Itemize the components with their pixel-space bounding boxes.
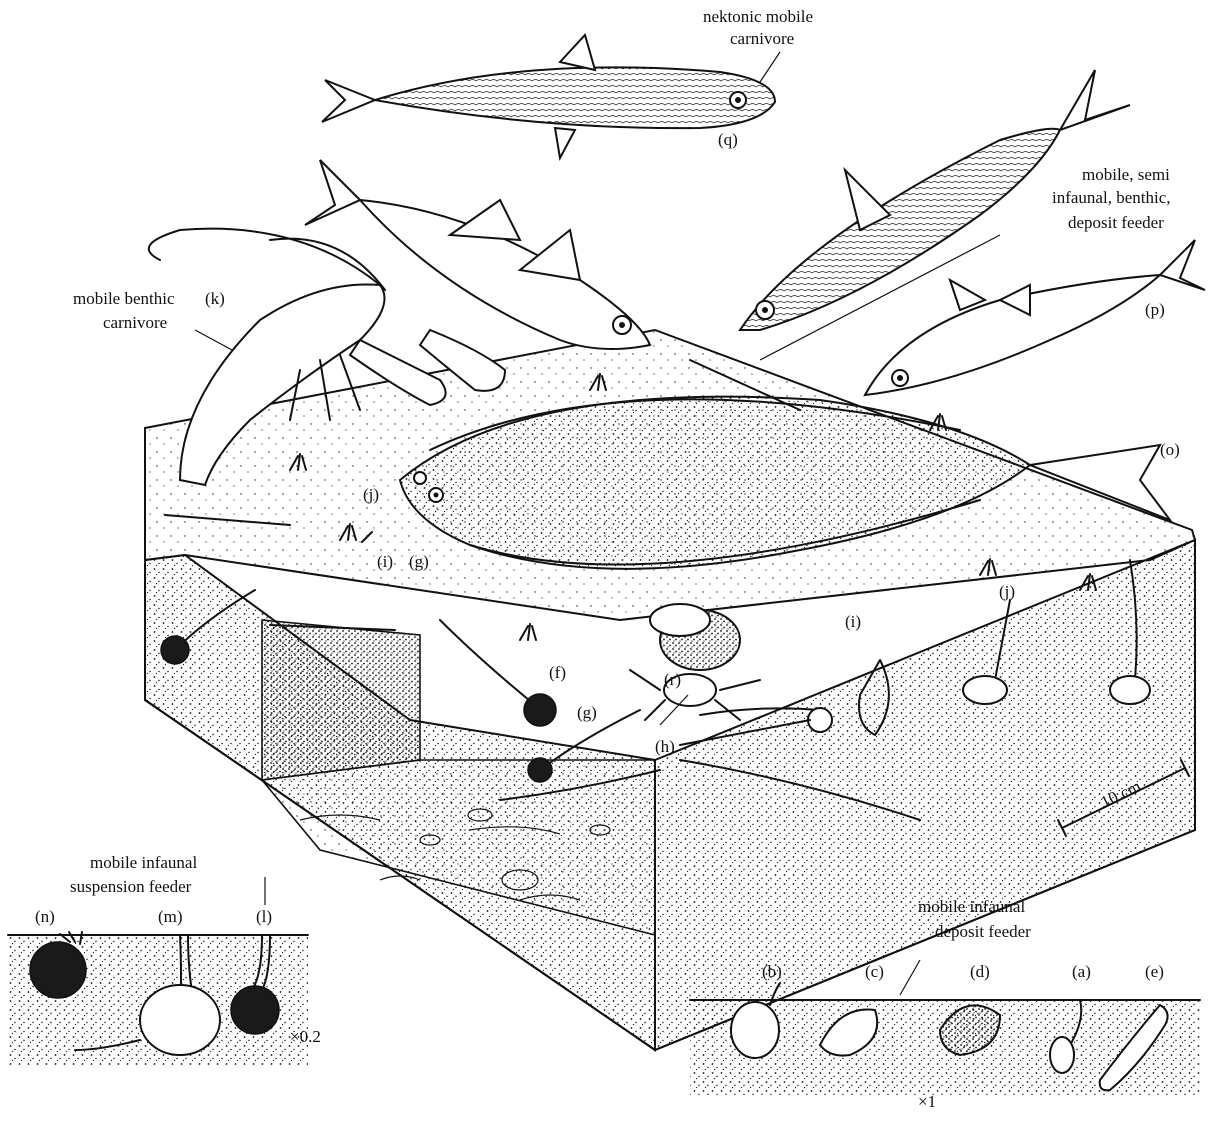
label-j-right: (j) (999, 582, 1015, 601)
label-c: (c) (865, 962, 884, 981)
label-b: (b) (762, 962, 782, 981)
label-g-lower: (g) (577, 703, 597, 722)
label-j-left: (j) (363, 485, 379, 504)
label-i-right: (i) (845, 612, 861, 631)
label-m: (m) (158, 907, 183, 926)
label-benthic-2: carnivore (103, 313, 167, 332)
label-suspension-2: suspension feeder (70, 877, 192, 896)
label-i-left: (i) (377, 552, 393, 571)
label-deposit-2: deposit feeder (935, 922, 1031, 941)
label-a: (a) (1072, 962, 1091, 981)
label-suspension-1: mobile infaunal (90, 853, 197, 872)
fish-q-nektonic (322, 35, 775, 158)
magnification-left: ×0.2 (290, 1027, 321, 1046)
label-f: (f) (549, 663, 566, 682)
label-r: (r) (664, 670, 681, 689)
inset-suspension-feeders: (n) (m) (l) ×0.2 (8, 877, 321, 1065)
bivalve-m (140, 985, 220, 1055)
bivalve-n (30, 942, 86, 998)
label-l: (l) (256, 907, 272, 926)
label-q: (q) (718, 130, 738, 149)
label-e: (e) (1145, 962, 1164, 981)
label-semi-1: mobile, semi (1082, 165, 1170, 184)
bivalve-a (1050, 1037, 1074, 1073)
label-semi-3: deposit feeder (1068, 213, 1164, 232)
label-benthic-1: mobile benthic (73, 289, 175, 308)
label-semi-2: infaunal, benthic, (1052, 188, 1171, 207)
label-p: (p) (1145, 300, 1165, 319)
magnification-right: ×1 (918, 1092, 936, 1111)
label-nektonic-2: carnivore (730, 29, 794, 48)
label-g-upper: (g) (409, 552, 429, 571)
label-deposit-1: mobile infaunal (918, 897, 1025, 916)
label-o: (o) (1160, 440, 1180, 459)
label-n: (n) (35, 907, 55, 926)
label-h: (h) (655, 737, 675, 756)
whelk-crab-r (630, 604, 760, 720)
label-nektonic-1: nektonic mobile (703, 7, 813, 26)
trench-left-wall (262, 620, 420, 780)
label-d: (d) (970, 962, 990, 981)
bivalve-l (231, 986, 279, 1034)
bivalve-b (731, 1002, 779, 1058)
label-k: (k) (205, 289, 225, 308)
